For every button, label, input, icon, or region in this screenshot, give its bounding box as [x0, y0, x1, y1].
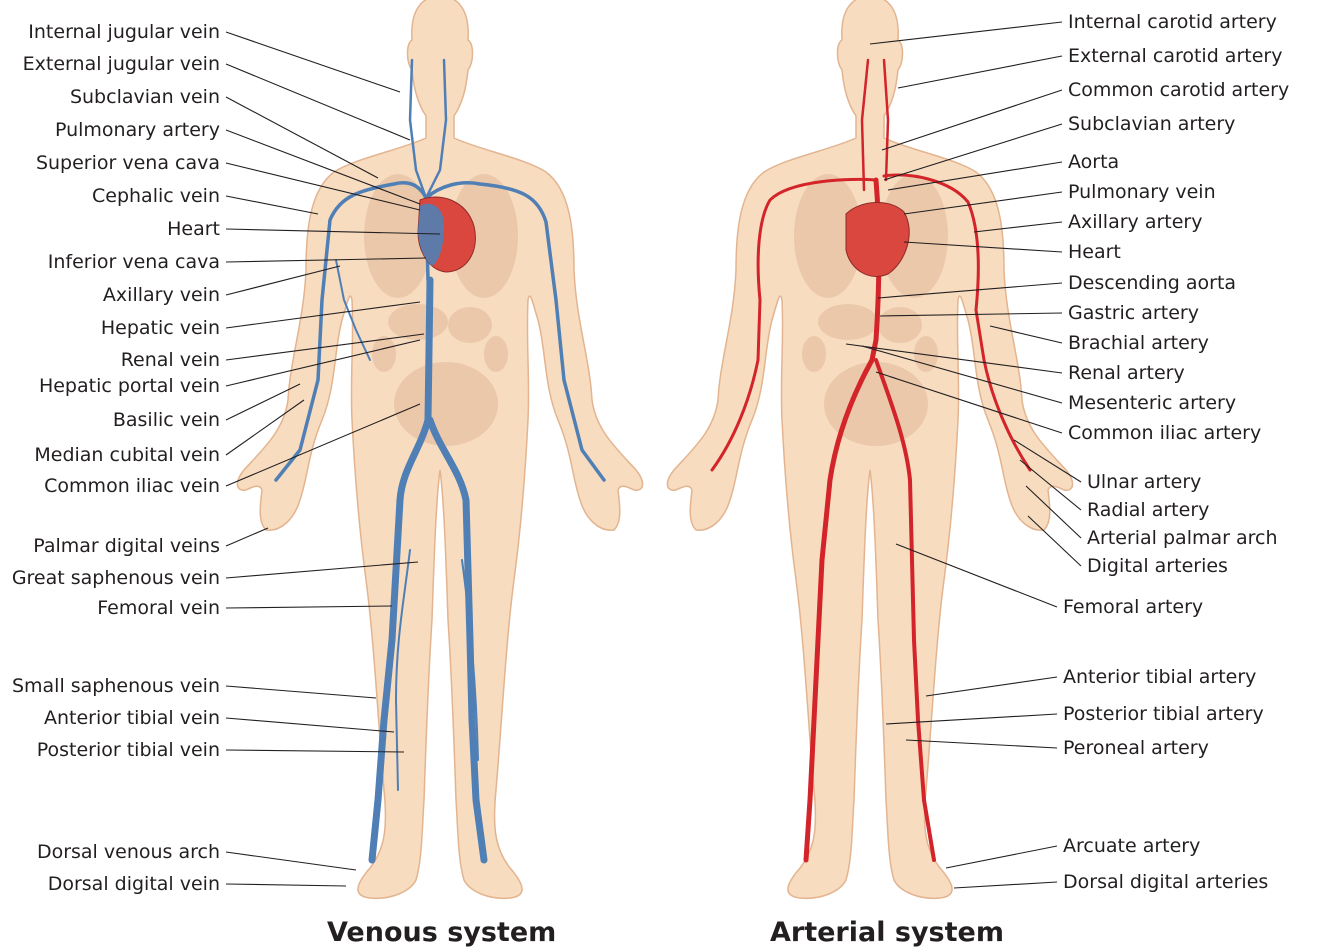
- leader-common-carotid-artery: [882, 90, 1062, 150]
- arterial-body-silhouette: [667, 0, 1072, 898]
- label-inferior-vena-cava: Inferior vena cava: [5, 251, 220, 273]
- intestine: [394, 362, 498, 446]
- label-renal-artery: Renal artery: [1068, 362, 1185, 384]
- label-aorta: Aorta: [1068, 151, 1119, 173]
- label-great-saphenous-vein: Great saphenous vein: [5, 567, 220, 589]
- label-dorsal-digital-arteries: Dorsal digital arteries: [1063, 871, 1268, 893]
- label-heart: Heart: [1068, 241, 1121, 263]
- leader-femoral-vein: [226, 606, 392, 608]
- label-hepatic-portal-vein: Hepatic portal vein: [5, 375, 220, 397]
- label-common-iliac-vein: Common iliac vein: [5, 475, 220, 497]
- label-posterior-tibial-vein: Posterior tibial vein: [5, 739, 220, 761]
- venous-system-caption: Venous system: [327, 918, 556, 948]
- label-axillary-artery: Axillary artery: [1068, 211, 1202, 233]
- label-basilic-vein: Basilic vein: [5, 409, 220, 431]
- label-brachial-artery: Brachial artery: [1068, 332, 1209, 354]
- label-peroneal-artery: Peroneal artery: [1063, 737, 1209, 759]
- label-pulmonary-artery: Pulmonary artery: [5, 119, 220, 141]
- leader-digital-arteries: [1028, 516, 1081, 566]
- label-pulmonary-vein: Pulmonary vein: [1068, 181, 1216, 203]
- arterial-system-caption: Arterial system: [770, 918, 1004, 948]
- label-external-jugular-vein: External jugular vein: [5, 53, 220, 75]
- leader-small-saphenous-vein: [226, 686, 376, 698]
- label-heart: Heart: [5, 218, 220, 240]
- label-radial-artery: Radial artery: [1087, 499, 1209, 521]
- label-cephalic-vein: Cephalic vein: [5, 185, 220, 207]
- label-descending-aorta: Descending aorta: [1068, 272, 1236, 294]
- label-internal-carotid-artery: Internal carotid artery: [1068, 11, 1277, 33]
- label-small-saphenous-vein: Small saphenous vein: [5, 675, 220, 697]
- label-dorsal-digital-vein: Dorsal digital vein: [5, 873, 220, 895]
- label-superior-vena-cava: Superior vena cava: [5, 152, 220, 174]
- kidney-right: [484, 336, 508, 372]
- stomach: [878, 307, 922, 343]
- label-palmar-digital-veins: Palmar digital veins: [5, 535, 220, 557]
- label-femoral-artery: Femoral artery: [1063, 596, 1203, 618]
- label-hepatic-vein: Hepatic vein: [5, 317, 220, 339]
- label-femoral-vein: Femoral vein: [5, 597, 220, 619]
- label-subclavian-artery: Subclavian artery: [1068, 113, 1235, 135]
- label-renal-vein: Renal vein: [5, 349, 220, 371]
- label-dorsal-venous-arch: Dorsal venous arch: [5, 841, 220, 863]
- label-subclavian-vein: Subclavian vein: [5, 86, 220, 108]
- label-external-carotid-artery: External carotid artery: [1068, 45, 1282, 67]
- leader-dorsal-digital-arteries: [954, 882, 1057, 888]
- label-mesenteric-artery: Mesenteric artery: [1068, 392, 1236, 414]
- label-common-iliac-artery: Common iliac artery: [1068, 422, 1261, 444]
- stomach: [448, 307, 492, 343]
- leader-external-jugular-vein: [226, 64, 410, 140]
- leader-anterior-tibial-artery: [926, 677, 1057, 696]
- label-common-carotid-artery: Common carotid artery: [1068, 79, 1289, 101]
- leader-posterior-tibial-vein: [226, 750, 404, 752]
- label-ulnar-artery: Ulnar artery: [1087, 471, 1201, 493]
- leader-dorsal-digital-vein: [226, 884, 346, 886]
- label-arcuate-artery: Arcuate artery: [1063, 835, 1200, 857]
- kidney-left: [802, 336, 826, 372]
- leader-subclavian-vein: [226, 97, 378, 178]
- label-anterior-tibial-vein: Anterior tibial vein: [5, 707, 220, 729]
- leader-external-carotid-artery: [898, 56, 1062, 88]
- kidney-left: [372, 336, 396, 372]
- leader-internal-jugular-vein: [226, 32, 400, 92]
- label-digital-arteries: Digital arteries: [1087, 555, 1228, 577]
- leader-anterior-tibial-vein: [226, 718, 394, 732]
- label-gastric-artery: Gastric artery: [1068, 302, 1199, 324]
- liver: [818, 304, 878, 340]
- label-arterial-palmar-arch: Arterial palmar arch: [1087, 527, 1278, 549]
- label-median-cubital-vein: Median cubital vein: [5, 444, 220, 466]
- leader-arcuate-artery: [946, 846, 1057, 868]
- label-anterior-tibial-artery: Anterior tibial artery: [1063, 666, 1256, 688]
- leader-dorsal-venous-arch: [226, 852, 356, 870]
- leader-cephalic-vein: [226, 196, 318, 214]
- leader-palmar-digital-veins: [226, 528, 268, 546]
- label-posterior-tibial-artery: Posterior tibial artery: [1063, 703, 1264, 725]
- label-axillary-vein: Axillary vein: [5, 284, 220, 306]
- label-internal-jugular-vein: Internal jugular vein: [5, 21, 220, 43]
